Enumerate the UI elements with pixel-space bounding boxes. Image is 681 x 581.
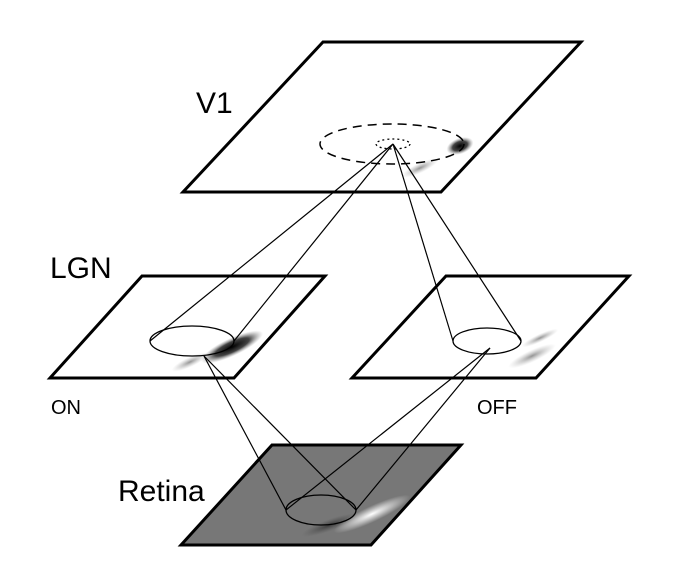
retina-label: Retina: [118, 475, 205, 508]
lgn-label: LGN: [50, 252, 112, 285]
on-cone-left-line: [149, 143, 394, 342]
off-cone-right-line: [392, 143, 522, 342]
retina-sheet: [177, 443, 465, 547]
lgn-off-gray-blob-2: [508, 343, 556, 369]
on-cone-right-line: [233, 143, 394, 342]
retina-off-right-line: [355, 347, 491, 511]
lgn-off-gray-blob-1: [521, 328, 559, 348]
lgn-off-sheet: [348, 274, 633, 380]
on-label: ON: [51, 397, 81, 419]
v1-dashed-ellipse: [319, 123, 465, 165]
retina-off-left-line: [285, 347, 491, 511]
lgn-on-sheet: [46, 274, 329, 380]
retina-on-right-line: [203, 355, 357, 511]
off-label: OFF: [477, 397, 517, 419]
lgn-off-plane: [348, 274, 633, 380]
retina-to-lgn-projections: [203, 347, 491, 511]
lgn-on-plane: [46, 274, 329, 380]
v1-plane: [179, 40, 585, 194]
v1-label: V1: [196, 87, 233, 120]
lgn-on-dark-blob: [200, 330, 264, 364]
lgn-on-gray-blob: [171, 352, 209, 372]
v1-gray-blob: [401, 158, 439, 178]
v1-dark-blob: [446, 137, 474, 155]
retina-white-blob: [333, 494, 411, 534]
v1-sheet: [179, 40, 585, 194]
retina-on-left-line: [203, 355, 287, 511]
lgn-to-v1-projections: [149, 143, 522, 342]
off-cone-left-line: [392, 143, 454, 342]
v1-dotted-ellipse: [375, 138, 411, 150]
